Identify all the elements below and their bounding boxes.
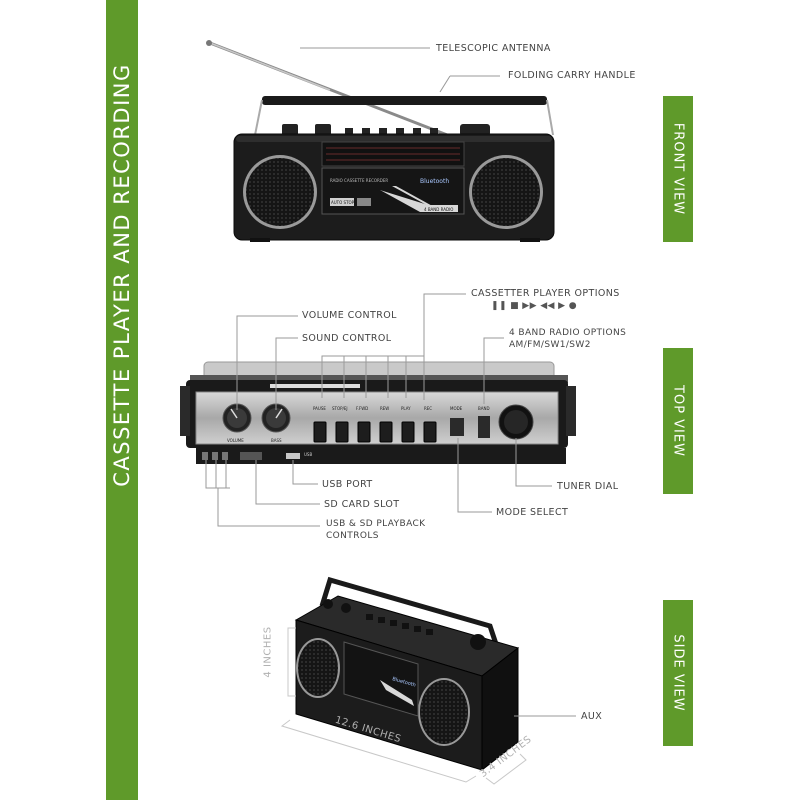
pause-key	[313, 421, 327, 443]
right-speaker	[472, 158, 540, 226]
mode-switch	[450, 418, 464, 436]
side-handle	[319, 576, 501, 651]
width-dimension-line	[280, 719, 477, 783]
left-speaker	[246, 158, 314, 226]
rewind-key	[379, 421, 393, 443]
record-key	[423, 421, 437, 443]
band-text: BAND	[478, 406, 490, 411]
label-4-band-radio-options: 4 BAND RADIO OPTIONS AM/FM/SW1/SW2	[509, 328, 627, 350]
depth-dimension-line	[485, 753, 527, 785]
top-view-radio: VOLUME BASS PAUSE STOP/EJ F.FWD REW PLAY…	[180, 361, 576, 464]
volume-text: VOLUME	[227, 438, 244, 443]
height-dimension-line	[287, 627, 296, 697]
top-control-panel	[195, 391, 559, 445]
label-usb-port: USB PORT	[322, 479, 373, 490]
tab-front-view: FRONT VIEW	[663, 96, 693, 242]
side-right-speaker	[420, 680, 468, 744]
cassette-control-icons: ❚❚ ■ ▶▶ ◀◀ ▶ ●	[491, 301, 577, 311]
key-label-pause: PAUSE	[313, 406, 326, 411]
band-switch	[478, 416, 490, 438]
side-right-face	[481, 646, 519, 772]
sd-card-slot	[240, 452, 262, 460]
bluetooth-logo: Bluetooth	[420, 178, 449, 185]
fast-forward-key	[357, 421, 371, 443]
side-view-radio: Bluetooth	[294, 576, 520, 772]
label-telescopic-antenna: TELESCOPIC ANTENNA	[436, 43, 551, 54]
front-view-radio: RADIO CASSETTE RECORDER Bluetooth 4 BAND…	[206, 40, 555, 242]
carry-handle	[262, 96, 547, 105]
tab-side-view: SIDE VIEW	[663, 600, 693, 746]
play-key	[401, 421, 415, 443]
usb-text: USB	[304, 452, 312, 457]
cassette-recorder-text: RADIO CASSETTE RECORDER	[330, 178, 388, 183]
usb-port	[286, 453, 300, 459]
bass-text: BASS	[271, 438, 282, 443]
label-mode-select: MODE SELECT	[496, 507, 569, 518]
label-sound-control: SOUND CONTROL	[302, 333, 392, 344]
side-left-speaker	[298, 640, 338, 696]
tab-top-view: TOP VIEW	[663, 348, 693, 494]
key-label-play: PLAY	[401, 406, 411, 411]
key-label-stop: STOP/EJ	[332, 406, 348, 411]
mode-text: MODE	[450, 406, 463, 411]
label-tuner-dial: TUNER DIAL	[557, 481, 619, 492]
label-usb-sd-playback-controls: USB & SD PLAYBACK CONTROLS	[326, 519, 426, 541]
label-cassette-player-options: CASSETTER PLAYER OPTIONS	[471, 288, 620, 299]
dimension-height: 4 INCHES	[262, 626, 274, 678]
auto-stop-text: AUTO STOP	[331, 200, 355, 205]
key-label-rew: REW	[380, 406, 389, 411]
band-radio-text: 4 BAND RADIO	[424, 207, 453, 212]
label-folding-carry-handle: FOLDING CARRY HANDLE	[508, 70, 636, 81]
title-bar	[106, 0, 138, 800]
label-sd-card-slot: SD CARD SLOT	[324, 499, 400, 510]
key-label-rec: REC	[424, 406, 432, 411]
label-aux: AUX	[581, 711, 603, 722]
key-label-ffwd: F.FWD	[356, 406, 368, 411]
label-volume-control: VOLUME CONTROL	[302, 310, 397, 321]
stop-eject-key	[335, 421, 349, 443]
